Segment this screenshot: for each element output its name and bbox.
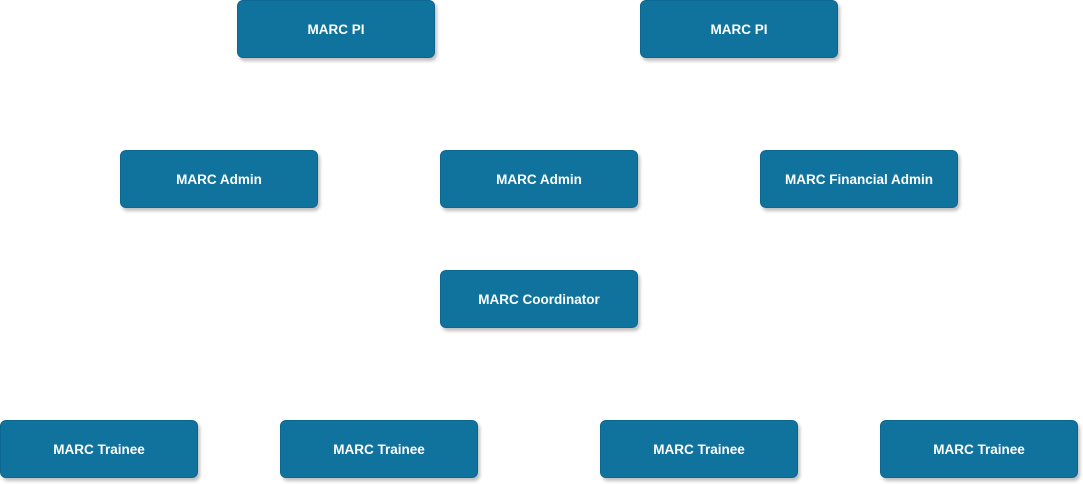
node-marc-trainee-3[interactable]: MARC Trainee [600, 420, 798, 478]
node-label: MARC PI [307, 21, 365, 37]
node-marc-admin-center[interactable]: MARC Admin [440, 150, 638, 208]
node-marc-admin-left[interactable]: MARC Admin [120, 150, 318, 208]
node-marc-pi-right[interactable]: MARC PI [640, 0, 838, 58]
node-marc-trainee-1[interactable]: MARC Trainee [0, 420, 198, 478]
node-marc-trainee-4[interactable]: MARC Trainee [880, 420, 1078, 478]
node-marc-trainee-2[interactable]: MARC Trainee [280, 420, 478, 478]
node-label: MARC Financial Admin [784, 171, 933, 187]
node-label: MARC Admin [496, 171, 582, 187]
node-label: MARC Admin [176, 171, 262, 187]
node-label: MARC Trainee [653, 441, 745, 457]
node-marc-financial-admin[interactable]: MARC Financial Admin [760, 150, 958, 208]
node-label: MARC Trainee [333, 441, 425, 457]
node-marc-coordinator[interactable]: MARC Coordinator [440, 270, 638, 328]
node-label: MARC Coordinator [478, 291, 600, 307]
node-marc-pi-left[interactable]: MARC PI [237, 0, 435, 58]
node-label: MARC Trainee [53, 441, 145, 457]
node-label: MARC Trainee [933, 441, 1025, 457]
node-label: MARC PI [710, 21, 768, 37]
